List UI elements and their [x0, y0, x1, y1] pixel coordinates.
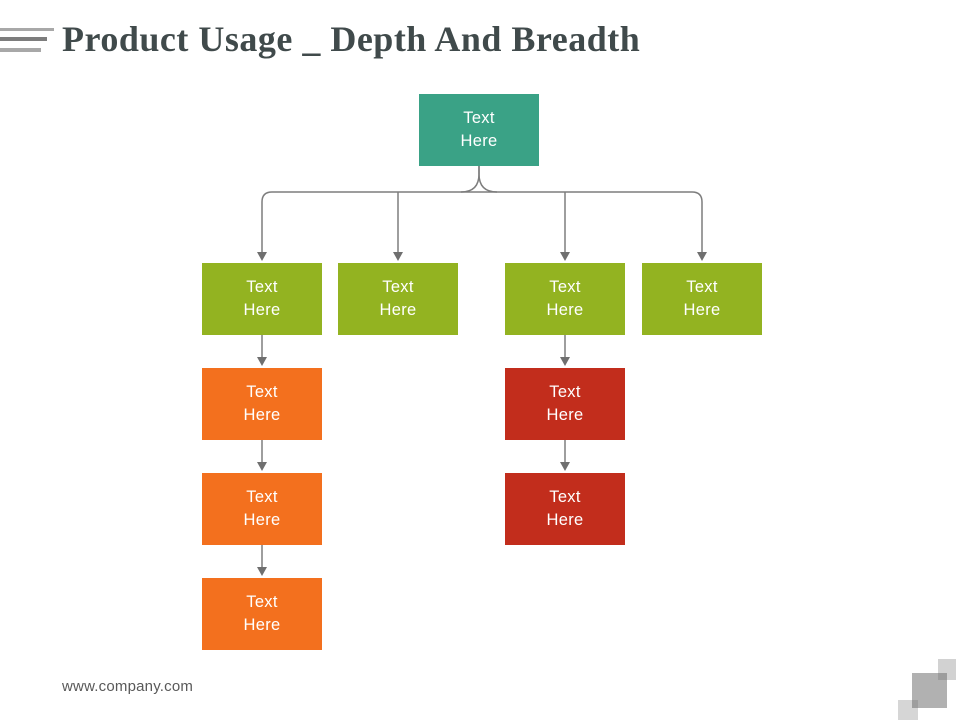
flow-box-left-chain-3: Text Here	[202, 578, 322, 650]
flow-box-level2-2: Text Here	[338, 263, 458, 335]
menu-lines-icon	[0, 48, 41, 52]
flow-box-level2-1: Text Here	[202, 263, 322, 335]
flow-box-level2-4: Text Here	[642, 263, 762, 335]
flow-box-right-chain-1: Text Here	[505, 368, 625, 440]
page-title: Product Usage _ Depth And Breadth	[62, 19, 641, 59]
flow-box-left-chain-1: Text Here	[202, 368, 322, 440]
flow-box-level2-3: Text Here	[505, 263, 625, 335]
flow-box-root: Text Here	[419, 94, 539, 166]
flow-box-left-chain-2: Text Here	[202, 473, 322, 545]
menu-lines-icon	[0, 28, 54, 31]
footer-url: www.company.com	[62, 678, 194, 695]
flow-box-right-chain-2: Text Here	[505, 473, 625, 545]
pixel-squares-icon	[912, 673, 947, 708]
menu-lines-icon	[0, 37, 47, 41]
